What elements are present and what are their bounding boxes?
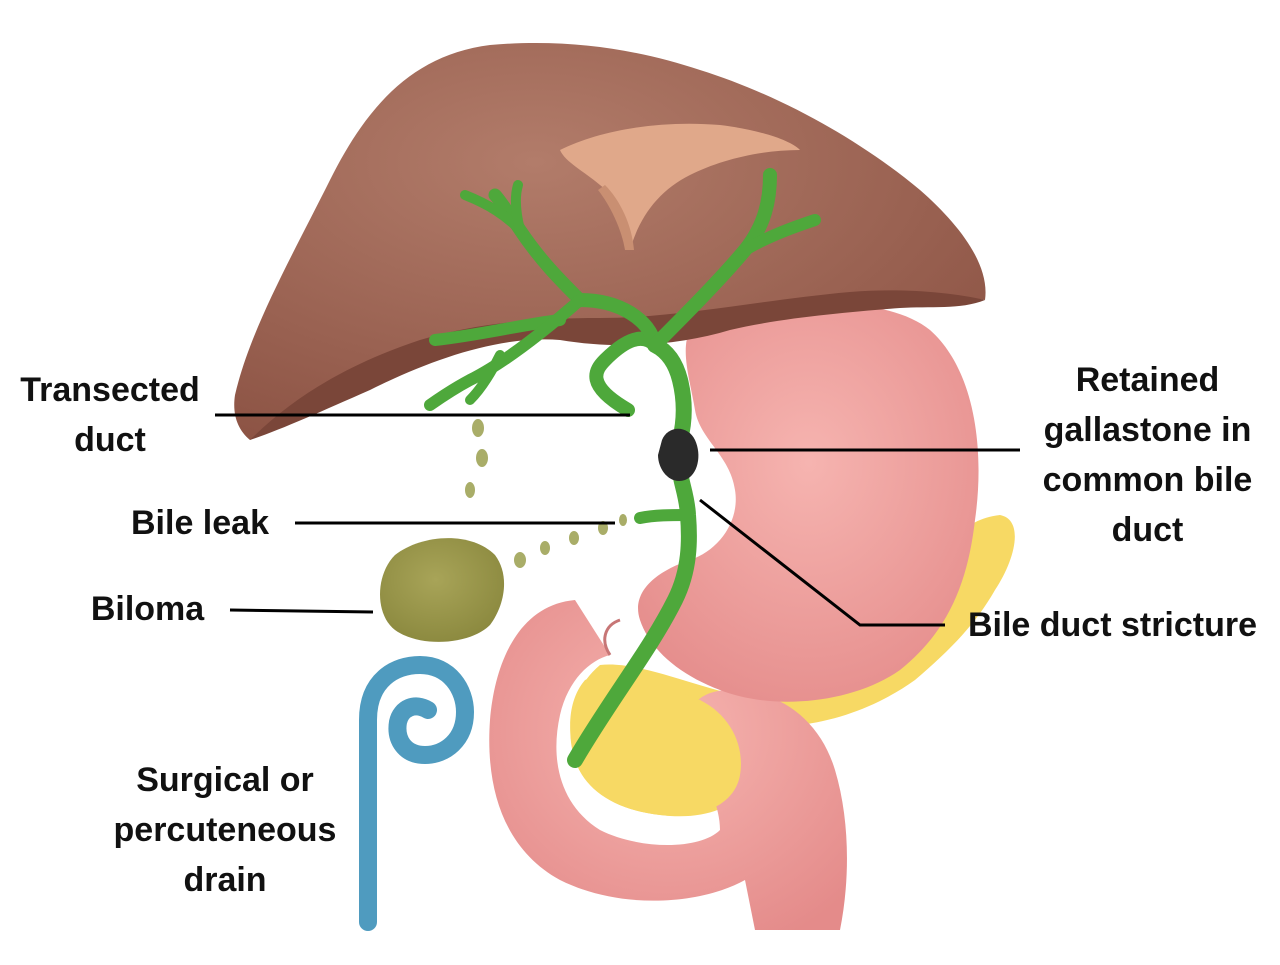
label-transected-duct: Transected duct — [20, 371, 200, 459]
label-surgical-drain: Surgical or percuteneous drain — [113, 761, 337, 899]
label-bile-duct-stricture: Bile duct stricture — [967, 606, 1258, 644]
duodenum — [489, 600, 847, 930]
label-biloma: Biloma — [90, 590, 205, 628]
bile-duct-tree — [424, 168, 821, 768]
gallstone — [658, 428, 699, 481]
bile-leak-drops — [465, 419, 627, 568]
leader-lines — [215, 413, 1020, 627]
stomach — [603, 303, 979, 702]
biloma — [380, 538, 505, 642]
label-retained-gallstone: Retained gallastone in common bile duct — [1042, 361, 1253, 549]
label-bile-leak: Bile leak — [131, 504, 269, 542]
liver — [234, 42, 986, 441]
drain — [359, 655, 475, 931]
